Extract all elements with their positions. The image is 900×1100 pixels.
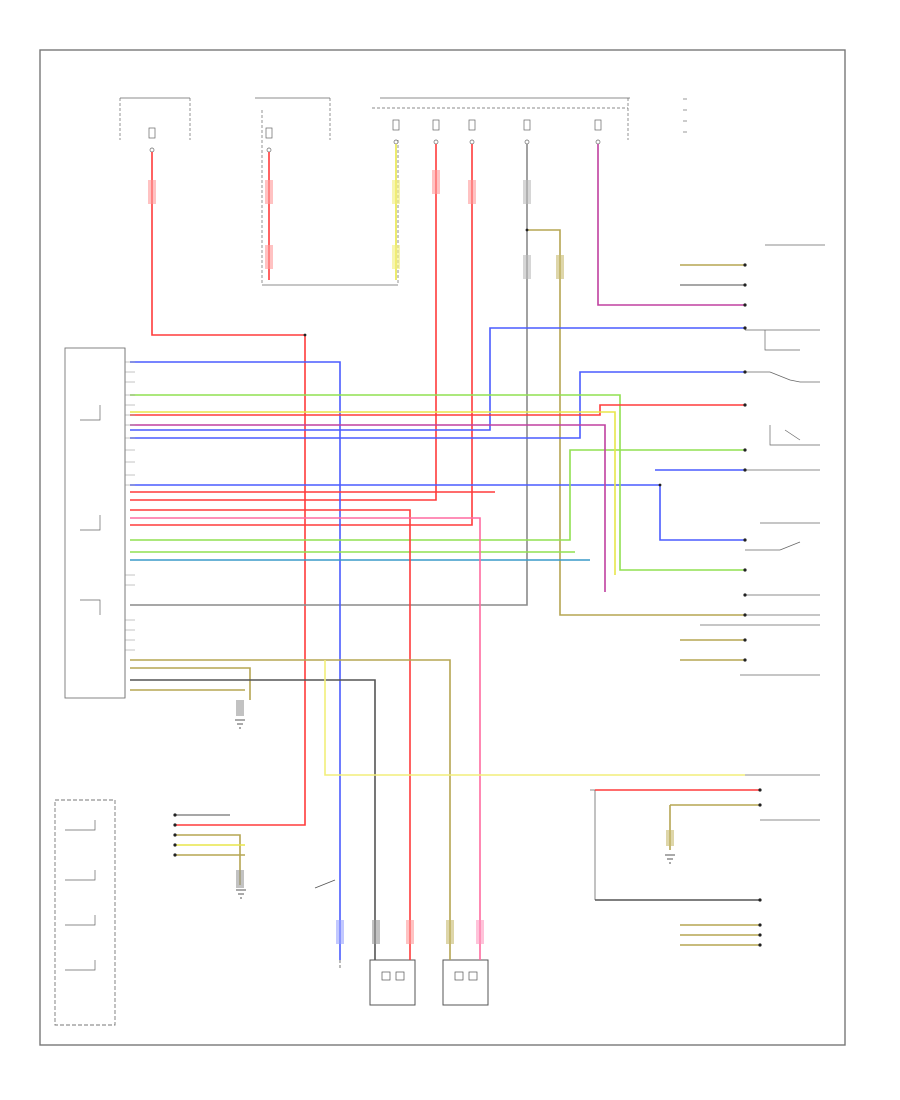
wire-purple-1: [130, 424, 606, 592]
right-caliper[interactable]: [442, 959, 489, 1006]
legend: [683, 98, 687, 133]
wire-pink-1: [597, 144, 745, 306]
wire-yellow-2: [130, 411, 616, 575]
wire-olive-1: [527, 229, 745, 616]
wire-blue-2: [130, 327, 745, 431]
wire-green-2: [130, 449, 745, 541]
wire-gray-1: [130, 144, 528, 606]
diagram-border: [39, 49, 846, 1046]
ground-symbols: [235, 719, 675, 899]
wire-red-5: [130, 404, 745, 416]
wire-yellow-3: [324, 660, 745, 776]
wire-pink-2: [130, 517, 481, 960]
wire-olive-2: [130, 659, 451, 960]
wire-olive-3: [130, 667, 251, 700]
instrument-cluster: [54, 799, 116, 1026]
wire-blue-4: [130, 484, 745, 541]
fuse-block: [119, 97, 630, 286]
wire-red-7: [130, 509, 411, 960]
wire-red-1: [151, 152, 306, 826]
wire-green-1: [130, 394, 745, 571]
wire-gray-2: [130, 679, 376, 960]
control-module: [64, 347, 126, 699]
wire-olive-13: [175, 834, 241, 885]
wire-red-4: [130, 144, 473, 526]
wire-red-3: [130, 144, 437, 501]
module-pins: [125, 361, 135, 651]
wire-label-chips: [148, 170, 674, 944]
wire-blue-1: [130, 361, 341, 960]
wire-blue-3: [130, 371, 745, 439]
wires: [130, 144, 760, 960]
right-switches: [590, 244, 825, 821]
left-caliper[interactable]: [369, 959, 416, 1006]
connector-dots: [173, 228, 762, 947]
